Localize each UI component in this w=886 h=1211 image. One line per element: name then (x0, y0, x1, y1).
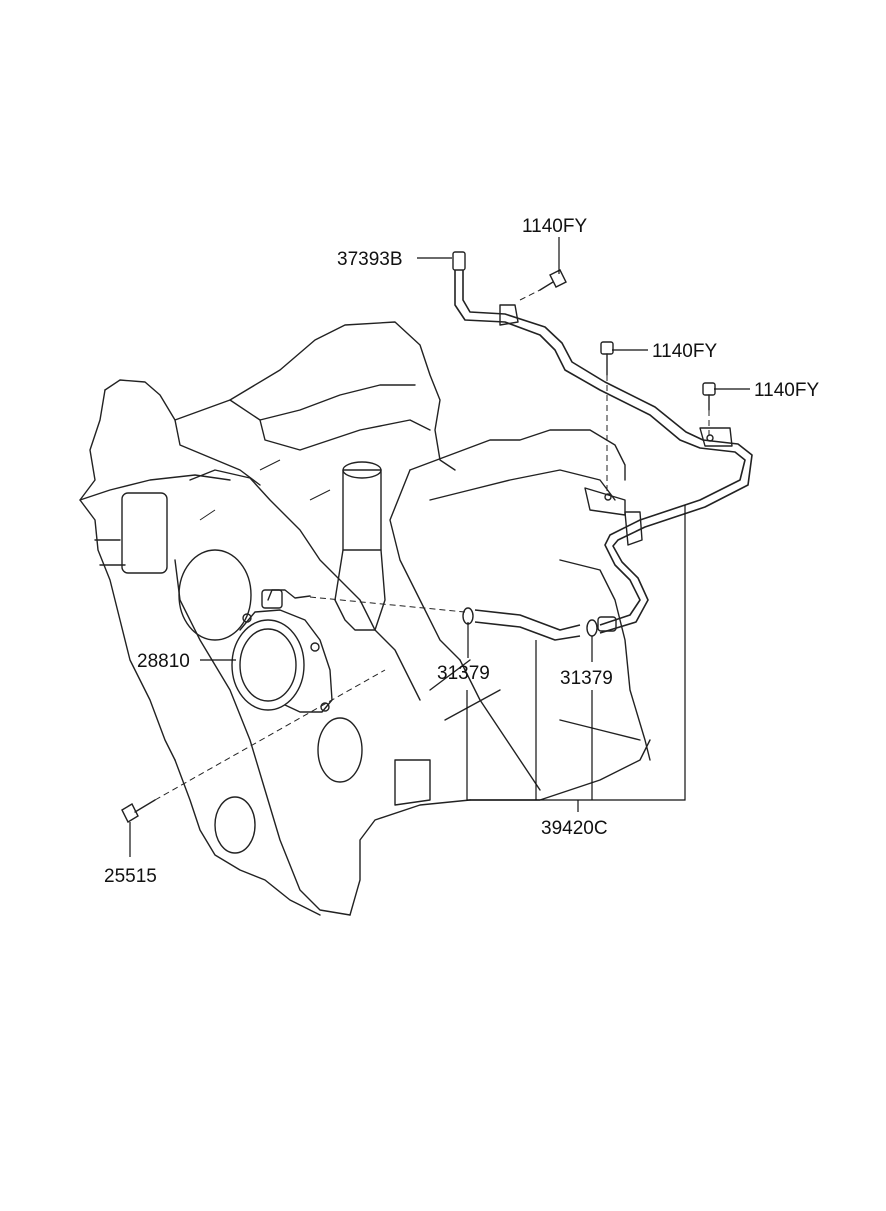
label-37393b: 37393B (337, 249, 403, 270)
label-1140fy-right: 1140FY (754, 380, 819, 401)
label-28810: 28810 (137, 651, 190, 672)
label-39420c: 39420C (541, 818, 608, 839)
bolts (121, 269, 716, 823)
engine-block (79, 321, 651, 916)
label-25515: 25515 (104, 866, 157, 887)
vacuum-pump (231, 589, 333, 713)
assembly-lines (154, 289, 710, 801)
label-31379-left: 31379 (437, 663, 490, 684)
part-labels: 37393B 1140FY 1140FY 1140FY 28810 31379 … (104, 216, 819, 887)
vacuum-pipe (452, 251, 753, 641)
label-1140fy-top: 1140FY (522, 216, 587, 237)
leader-lines (129, 237, 750, 857)
label-31379-right: 31379 (560, 668, 613, 689)
label-1140fy-middle: 1140FY (652, 341, 717, 362)
